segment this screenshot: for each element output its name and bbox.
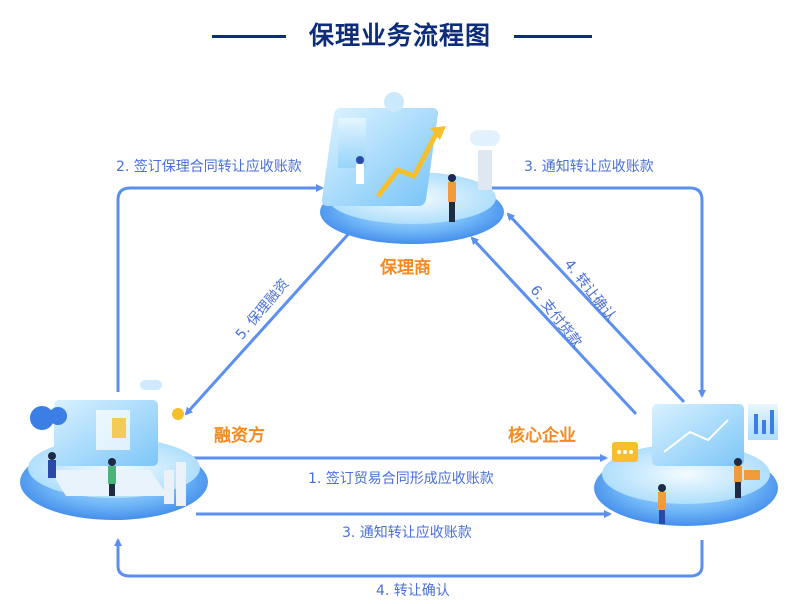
node-core-label: 核心企业 [508,426,576,446]
step3-top-label: 3. 通知转让应收账款 [524,159,654,175]
step4-bottom-label: 4. 转让确认 [376,583,450,599]
step2-label: 2. 签订保理合同转让应收账款 [116,159,302,175]
arrow-step4-diag [506,212,686,404]
arrow-step3-top [470,186,706,398]
page-title: 保理业务流程图 [308,21,491,50]
arrow-step2 [116,184,324,392]
factor-illustration [320,92,504,244]
step3-bottom-label: 3. 通知转让应收账款 [342,525,472,541]
arrow-step6 [470,236,638,416]
title-block: 保理业务流程图 [0,18,800,54]
arrow-step5 [184,228,354,416]
title-line-left [212,35,286,38]
node-financier-label: 融资方 [214,426,265,446]
core-illustration [594,404,778,526]
step1-label: 1. 签订贸易合同形成应收账款 [308,471,494,487]
title-line-right [514,35,592,38]
node-factor-label: 保理商 [380,258,431,278]
financier-illustration [20,380,208,520]
arrow-step4-bottom [114,538,704,578]
